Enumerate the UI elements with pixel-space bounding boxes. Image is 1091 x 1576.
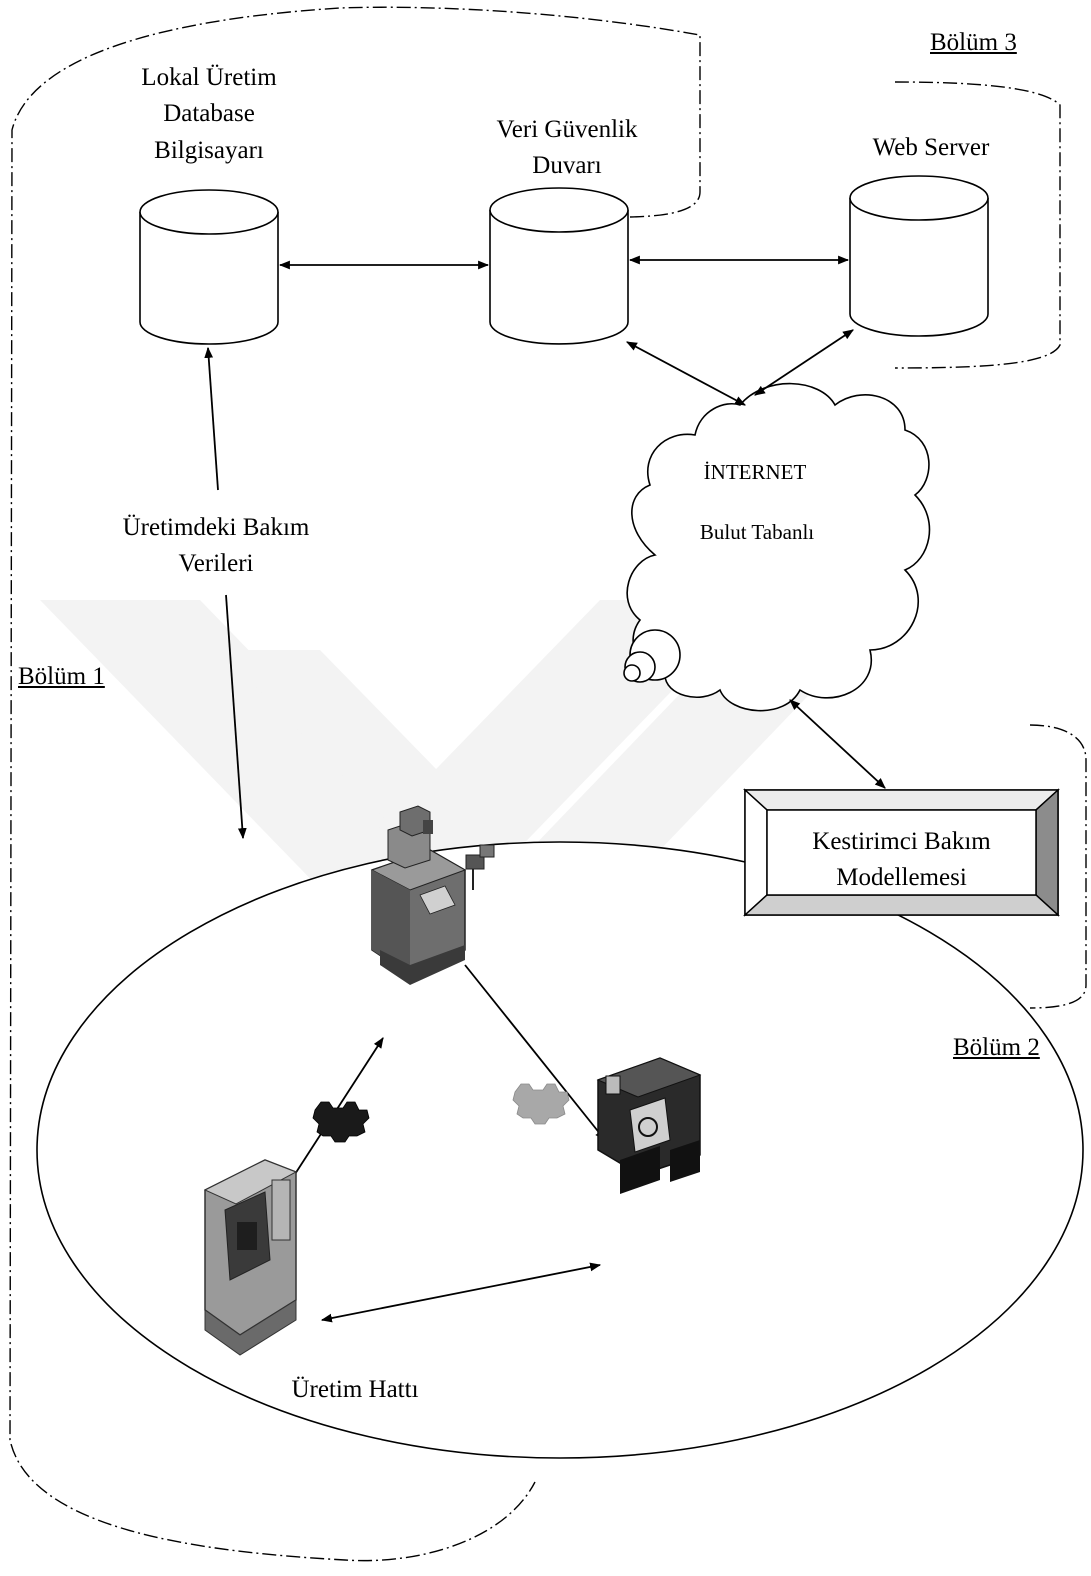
arrow-internet-predictive [789, 699, 886, 789]
gear-icon [512, 1083, 570, 1125]
web-server-label: Web Server [831, 130, 1031, 166]
cloud-icon [623, 382, 931, 712]
cnc-machine-icon [203, 1159, 298, 1356]
cylinder-icon [139, 189, 279, 345]
arrow-data-to-db [204, 346, 219, 491]
predictive-label: Kestirimci Bakım Modellemesi [767, 824, 1036, 897]
production-line-line-1: Üretim Hattı [291, 1376, 419, 1403]
firewall-line-1: Veri Güvenlik [496, 116, 638, 143]
local-db-line-2: Database [163, 100, 255, 128]
firewall-line-2: Duvarı [532, 152, 602, 180]
section3-boundary [894, 81, 1061, 369]
predictive-line-1: Kestirimci Bakım [812, 828, 991, 855]
arrow-firewall-internet [626, 341, 746, 406]
cnc-machine-icon [370, 805, 495, 985]
internet-subtitle: Bulut Tabanlı [699, 520, 815, 544]
arrow-data-to-line [225, 594, 247, 840]
web-server-line-1: Web Server [872, 134, 990, 161]
arrow-machine1-to-machine2 [464, 964, 606, 1141]
gear-icon [312, 1101, 370, 1143]
local-db-line-3: Bilgisayarı [154, 136, 264, 164]
arrow-webserver-internet [754, 329, 854, 396]
cnc-machine-icon [596, 1057, 702, 1194]
section1-boundary [9, 6, 701, 1562]
internet-title: İNTERNET [703, 460, 807, 484]
local-db-line-1: Lokal Üretim [141, 64, 277, 91]
arrow-machine2-to-lathe [320, 1262, 602, 1323]
maintenance-data-line-1: Üretimdeki Bakım [122, 514, 310, 541]
predictive-box [743, 788, 1060, 917]
cylinder-icon [849, 175, 989, 337]
local-db-label: Lokal Üretim Database Bilgisayarı [109, 60, 309, 169]
arrows [204, 255, 886, 1323]
cylinder-icon [489, 187, 629, 345]
maintenance-data-label: Üretimdeki Bakım Verileri [96, 510, 336, 583]
production-line-label: Üretim Hattı [255, 1372, 455, 1408]
section3-label: Bölüm 3 [930, 29, 1017, 56]
section2-label: Bölüm 2 [953, 1034, 1040, 1061]
maintenance-data-line-2: Verileri [178, 550, 254, 578]
firewall-label: Veri Güvenlik Duvarı [467, 112, 667, 185]
section1-label: Bölüm 1 [18, 663, 105, 690]
predictive-line-2: Modellemesi [836, 864, 967, 892]
section2-boundary [1029, 724, 1087, 1009]
production-line-boundary [36, 841, 1084, 1459]
